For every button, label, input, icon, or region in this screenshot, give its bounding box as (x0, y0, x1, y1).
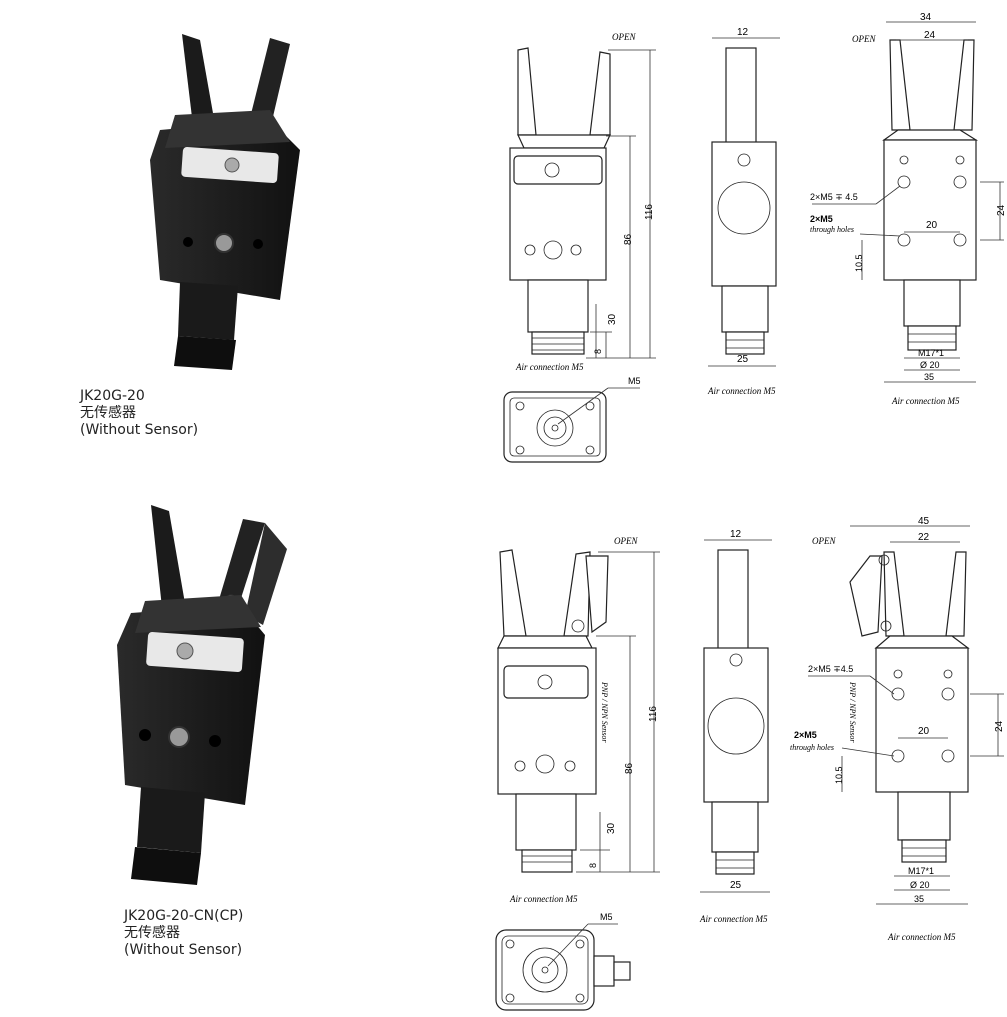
sensor-cn: 无传感器 (124, 925, 180, 941)
dim-10-5: 10.5 (834, 766, 844, 784)
air-connection-label: Air connection M5 (509, 894, 578, 904)
gripper-photo-2 (117, 505, 287, 885)
dim-24-top: 24 (924, 30, 936, 41)
air-connection-label: Air connection M5 (699, 914, 768, 924)
air-connection-label: Air connection M5 (515, 362, 584, 372)
model-name: JK20G-20 (80, 388, 145, 404)
technical-drawing-2: OPEN PNP / NPN Sensor 116 86 30 8 Air co… (495, 516, 1005, 1011)
dim-8: 8 (588, 863, 598, 868)
diameter-20: Ø 20 (910, 880, 930, 890)
sensor-label: PNP / NPN Sensor (848, 681, 857, 743)
open-label: OPEN (852, 34, 876, 44)
dim-8: 8 (593, 349, 603, 354)
front-view-2: OPEN PNP / NPN Sensor 116 86 30 8 Air co… (497, 536, 660, 904)
front-view-1: OPEN 116 86 30 8 Air connection M5 (509, 32, 656, 372)
dim-86: 86 (623, 233, 634, 245)
dim-45: 45 (918, 516, 930, 527)
diameter-20: Ø 20 (920, 360, 940, 370)
hole-spec-2: 2×M5 (794, 730, 817, 740)
open-label: OPEN (614, 536, 638, 546)
product-caption-1: JK20G-20 无传感器 (Without Sensor) (80, 388, 198, 439)
hole-spec-1: 2×M5 ∓ 4.5 (810, 192, 858, 202)
dim-20: 20 (926, 220, 938, 231)
through-holes-label: through holes (810, 225, 854, 234)
sensor-en: (Without Sensor) (124, 942, 243, 958)
bottom-view-2: M5 (495, 912, 631, 1011)
gripper-photo-1 (150, 34, 300, 370)
technical-drawing-1: OPEN 116 86 30 8 Air connection M5 M5 12… (503, 12, 1007, 463)
dim-116: 116 (648, 706, 659, 722)
sensor-en: (Without Sensor) (80, 422, 199, 438)
dim-24-side: 24 (996, 204, 1007, 216)
dim-22: 22 (918, 532, 930, 543)
open-label: OPEN (612, 32, 636, 42)
m5-label: M5 (600, 912, 613, 922)
sensor-cn: 无传感器 (80, 405, 136, 421)
model-name: JK20G-20-CN(CP) (124, 908, 244, 924)
dim-20: 20 (918, 726, 930, 737)
air-connection-label: Air connection M5 (707, 386, 776, 396)
hole-spec-1: 2×M5 ∓4.5 (808, 664, 853, 674)
dim-86: 86 (624, 762, 635, 774)
product-caption-2: JK20G-20-CN(CP) 无传感器 (Without Sensor) (124, 908, 243, 959)
sensor-label: PNP / NPN Sensor (600, 681, 609, 743)
thread-m17: M17*1 (918, 348, 944, 358)
through-holes-label: through holes (790, 743, 834, 752)
dim-25: 25 (730, 880, 742, 891)
dim-12: 12 (737, 27, 749, 38)
dim-116: 116 (644, 204, 655, 220)
side-view-2: 12 25 Air connection M5 (699, 529, 772, 924)
bottom-view-1: M5 (503, 376, 641, 463)
thread-m17: M17*1 (908, 866, 934, 876)
open-label: OPEN (812, 536, 836, 546)
dim-25: 25 (737, 354, 749, 365)
air-connection-label: Air connection M5 (887, 932, 956, 942)
dim-12: 12 (730, 529, 742, 540)
air-connection-label: Air connection M5 (891, 396, 960, 406)
dim-30: 30 (607, 313, 618, 325)
right-view-2: 45 22 OPEN 2×M5 ∓4.5 PNP / NPN Sensor 2×… (790, 516, 1005, 942)
m5-label: M5 (628, 376, 641, 386)
dim-34: 34 (920, 12, 932, 23)
dim-10-5: 10.5 (854, 254, 864, 272)
dim-35: 35 (924, 372, 934, 382)
right-view-1: 34 24 OPEN 2×M5 ∓ 4.5 2×M5 through holes… (810, 12, 1007, 406)
dim-30: 30 (606, 822, 617, 834)
side-view-1: 12 25 Air connection M5 (707, 27, 780, 396)
dim-24-side: 24 (994, 720, 1005, 732)
dim-35: 35 (914, 894, 924, 904)
hole-spec-2: 2×M5 (810, 214, 833, 224)
